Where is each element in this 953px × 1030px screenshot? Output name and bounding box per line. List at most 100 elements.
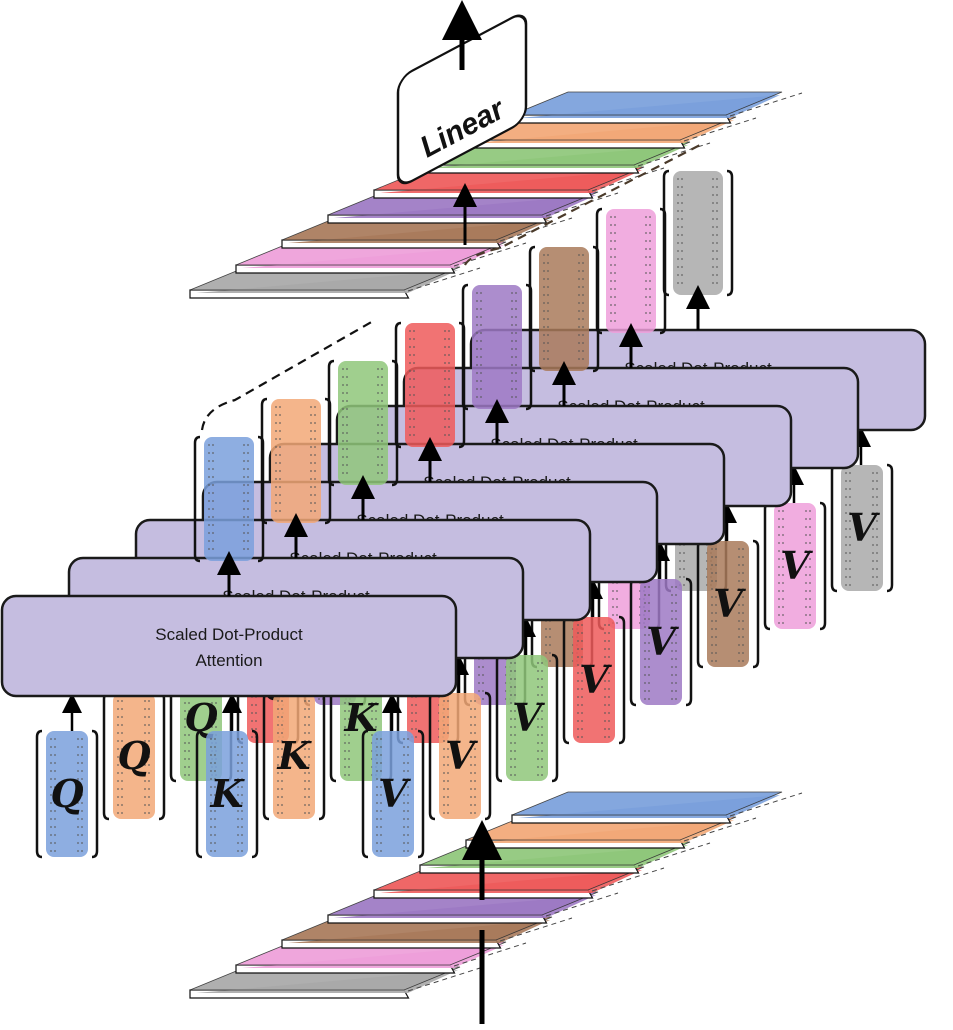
slab-dash [545,892,619,917]
value-label: V [579,657,612,702]
right-bracket [819,501,827,631]
slab-dash [545,192,619,217]
slab-dash [637,142,711,167]
slab-dash [407,967,481,992]
right-bracket [618,615,626,745]
left-bracket [763,501,771,631]
right-bracket [525,283,533,411]
value-vector-3: V [495,653,559,783]
left-bracket [35,729,43,859]
head-output-vector-4 [394,321,466,449]
value-label: V [780,543,813,588]
head-output-vector-5-fill [472,285,522,409]
key-vector-2: K [262,691,326,821]
concat-dashed-line [200,319,376,431]
right-bracket [592,245,600,373]
value-label: V [378,771,411,816]
output-slab-4 [373,166,665,199]
key-label: K [276,733,312,778]
head-output-vector-8-fill [673,171,723,295]
slab-face [511,791,783,816]
right-bracket [318,691,326,821]
right-bracket [391,359,399,487]
head-output-vector-2-fill [271,399,321,523]
query-label: Q [50,771,83,816]
left-bracket [102,691,110,821]
left-bracket [361,729,369,859]
left-bracket [195,729,203,859]
output-slab-1 [511,91,803,124]
slab-dash [407,267,481,292]
head-output-vector-6 [528,245,600,373]
linear-block: Linear [396,0,528,185]
slab-dash [453,942,527,967]
value-label: V [445,733,478,778]
value-vector-7: V [763,501,827,631]
right-bracket [458,321,466,449]
input-embedding-stack [189,791,803,1024]
output-slab-2 [465,116,757,149]
head-output-vector-7 [595,207,667,335]
head-output-vector-6-fill [539,247,589,371]
head-output-vector-3-fill [338,361,388,485]
query-label: Q [117,733,150,778]
right-bracket [257,435,265,563]
right-bracket [91,729,99,859]
value-vector-8: V [830,463,894,593]
right-bracket [726,169,734,297]
slab-dash [729,92,803,117]
slab-dash [683,817,757,842]
right-bracket [484,691,492,821]
key-vector-1: K [195,729,259,859]
slab-face [511,91,783,116]
scaled-dot-product-block [0,594,458,698]
value-label: V [713,581,746,626]
value-label: V [512,695,545,740]
value-vector-1: V [361,729,425,859]
slab-dash [637,842,711,867]
head-output-vector-2 [260,397,332,525]
linear-layer: Linear [396,0,528,185]
right-bracket [417,729,425,859]
value-vector-2: V [428,691,492,821]
query-vector-2: Q [102,691,166,821]
value-label: V [847,505,880,550]
key-label: K [343,695,379,740]
left-bracket [193,435,201,563]
head-output-vector-8 [662,169,734,297]
head-output-vector-3 [327,359,399,487]
right-bracket [324,397,332,525]
right-bracket [158,691,166,821]
output-concat-stack [189,91,803,431]
left-bracket [830,463,838,593]
attention-label-line1: Scaled Dot-Product [155,625,303,644]
input-slab-1 [511,791,803,824]
slab-dash [591,867,665,892]
head-output-vector-1 [193,435,265,563]
right-bracket [551,653,559,783]
slab-dash [591,167,665,192]
head-output-vector-7-fill [606,209,656,333]
query-vector-1: Q [35,729,99,859]
right-bracket [685,577,693,707]
key-label: K [209,771,245,816]
right-bracket [886,463,894,593]
value-label: V [646,619,679,664]
right-bracket [659,207,667,335]
slab-dash [729,792,803,817]
slab-dash [499,917,573,942]
head-output-vector-1-fill [204,437,254,561]
value-vector-6: V [696,539,760,669]
slab-dash [683,117,757,142]
head-output-vector-4-fill [405,323,455,447]
right-bracket [752,539,760,669]
right-bracket [251,729,259,859]
attention-label-line2: Attention [195,651,262,670]
value-vector-5: V [629,577,693,707]
value-vector-4: V [562,615,626,745]
concat-dashed-line-right [464,144,701,266]
